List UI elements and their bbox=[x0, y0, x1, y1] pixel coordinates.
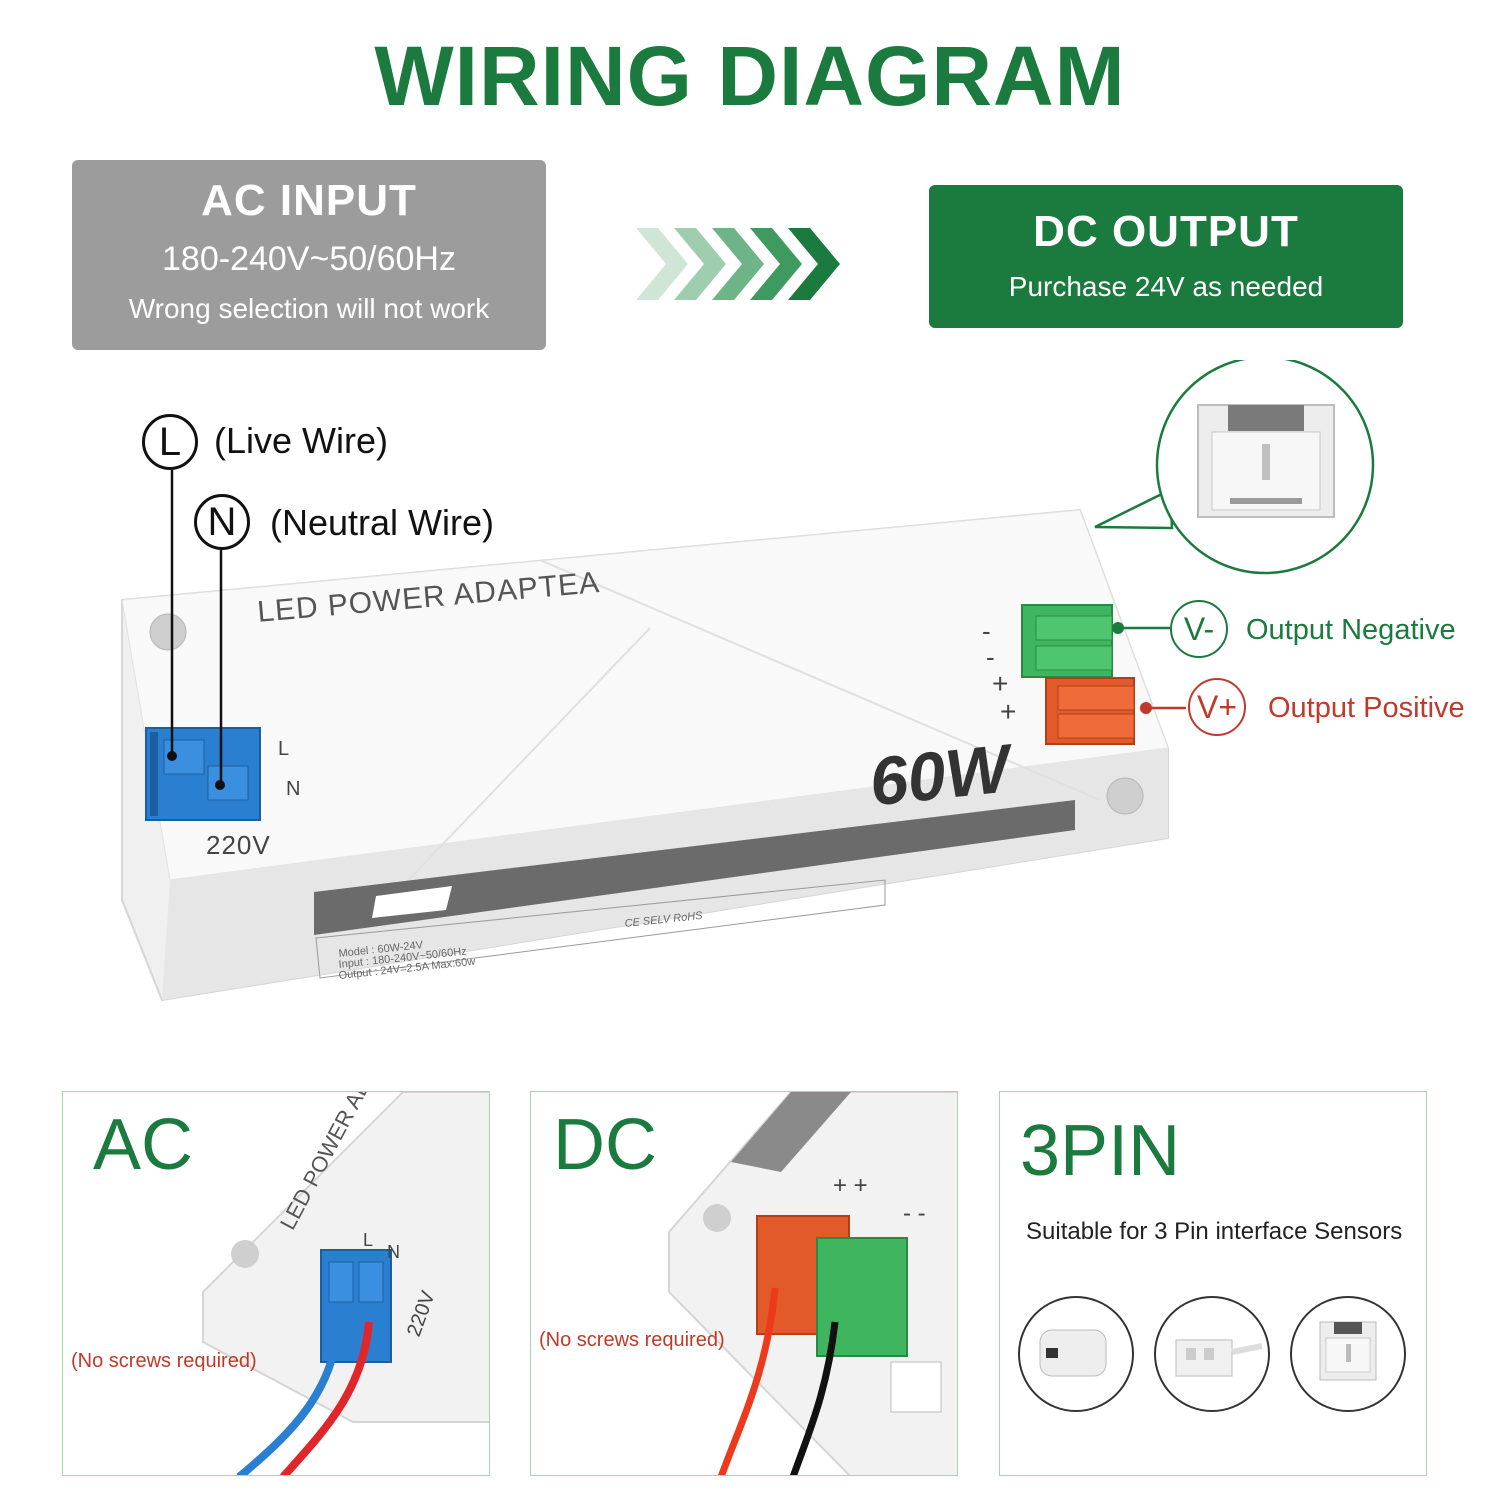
pin-panel: 3PIN Suitable for 3 Pin interface Sensor… bbox=[999, 1091, 1427, 1476]
sensor-connector-1 bbox=[1018, 1296, 1134, 1412]
adapter-body bbox=[121, 508, 1169, 1002]
dc-output-note: Purchase 24V as needed bbox=[1008, 271, 1324, 302]
ac-panel-l-mark: L bbox=[363, 1230, 374, 1250]
dc-terminal-green bbox=[1021, 604, 1113, 678]
chevron-arrows-icon bbox=[636, 228, 840, 300]
ac-input-range: 180-240V~50/60Hz bbox=[162, 240, 456, 278]
dc-panel-minus-marks: - - bbox=[903, 1200, 926, 1227]
ac-terminal-block bbox=[145, 727, 261, 821]
live-symbol-icon: L bbox=[142, 414, 198, 470]
ac-panel: AC LED POWER AD L N 220V (No screws requ… bbox=[62, 1091, 490, 1476]
pin-panel-title: 3PIN bbox=[1020, 1111, 1181, 1191]
dc-output-title: DC OUTPUT bbox=[1033, 207, 1299, 256]
pin-panel-subtitle: Suitable for 3 Pin interface Sensors bbox=[1026, 1218, 1403, 1245]
ac-input-box: AC INPUT 180-240V~50/60Hz Wrong selectio… bbox=[72, 160, 546, 350]
device-plus-mark-1: + bbox=[992, 668, 1009, 699]
device-power-label: 60W bbox=[866, 730, 1014, 821]
dc-output-box: DC OUTPUT Purchase 24V as needed bbox=[929, 185, 1403, 328]
dc-panel-plus-marks: + + bbox=[833, 1172, 868, 1199]
ac-input-title: AC INPUT bbox=[201, 176, 417, 225]
ac-input-warning: Wrong selection will not work bbox=[128, 293, 490, 324]
sensor-connectors-illustration bbox=[1018, 1296, 1406, 1412]
dc-panel-title: DC bbox=[553, 1105, 657, 1185]
power-adapter-diagram bbox=[121, 360, 1375, 1002]
sensor-connector-3 bbox=[1290, 1296, 1406, 1412]
output-positive-symbol-icon: V+ bbox=[1188, 678, 1246, 736]
neutral-wire-label: (Neutral Wire) bbox=[270, 502, 495, 543]
device-n-mark: N bbox=[286, 778, 301, 800]
ac-panel-note: (No screws required) bbox=[71, 1350, 257, 1372]
sensor-connector-2 bbox=[1154, 1296, 1270, 1412]
page-title: WIRING DIAGRAM bbox=[374, 29, 1126, 123]
dc-panel-note: (No screws required) bbox=[539, 1329, 725, 1351]
ac-closeup-illustration bbox=[202, 1092, 489, 1475]
ac-panel-title: AC bbox=[93, 1105, 194, 1185]
output-negative-label: Output Negative bbox=[1246, 614, 1456, 646]
output-negative-symbol-icon: V- bbox=[1170, 600, 1228, 658]
connector-callout bbox=[1094, 360, 1375, 575]
output-positive-label: Output Positive bbox=[1268, 692, 1465, 724]
neutral-symbol-icon: N bbox=[194, 494, 250, 550]
ac-panel-n-mark: N bbox=[387, 1242, 400, 1262]
device-l-mark: L bbox=[278, 738, 290, 760]
device-plus-mark-2: + bbox=[1000, 696, 1017, 727]
dc-terminal-orange bbox=[1045, 677, 1135, 745]
device-minus-mark-2: - bbox=[986, 642, 995, 672]
device-voltage: 220V bbox=[206, 830, 271, 860]
dc-panel: DC + + - - (No screws required) bbox=[530, 1091, 958, 1476]
live-wire-label: (Live Wire) bbox=[214, 420, 389, 461]
device-minus-mark-1: - bbox=[982, 616, 991, 646]
dc-closeup-illustration bbox=[668, 1092, 957, 1475]
